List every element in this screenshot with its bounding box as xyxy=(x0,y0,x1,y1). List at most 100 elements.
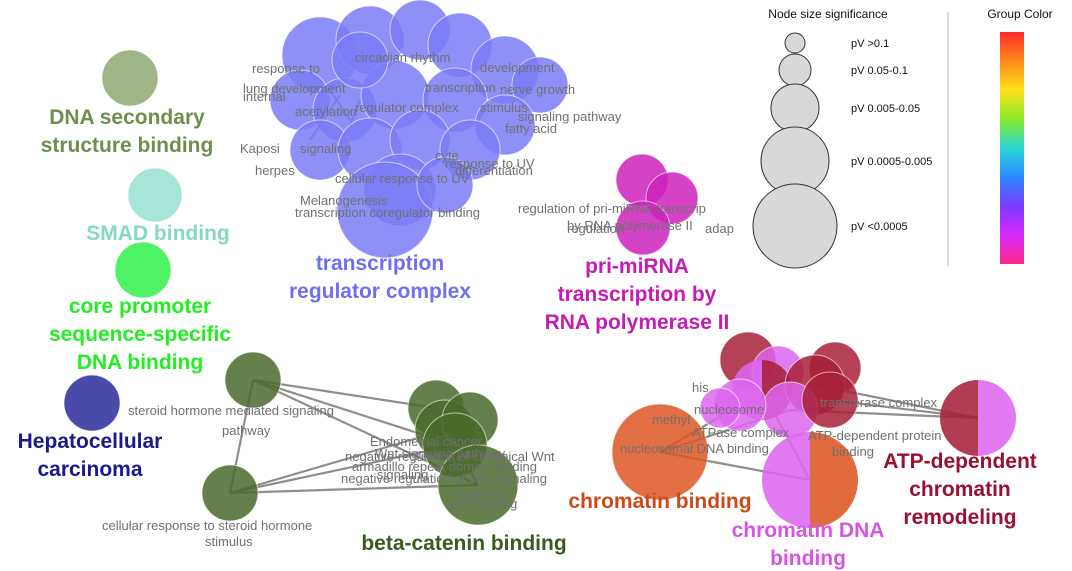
network-nodes xyxy=(63,0,1016,528)
node-smad-1 xyxy=(127,167,183,223)
legend-size-circle-1 xyxy=(778,53,812,87)
node-label-16: response to UV xyxy=(445,156,535,171)
node-label-9: acetylation xyxy=(295,104,357,119)
node-label-43: ATP-dependent protein xyxy=(808,428,941,443)
group-label-beta_catenin-0: beta-catenin binding xyxy=(361,532,566,555)
edge-3 xyxy=(229,483,479,495)
group-label-core_promoter-2: DNA binding xyxy=(77,351,203,374)
node-label-1: response to xyxy=(252,61,320,76)
node-dna_secondary-0 xyxy=(101,49,159,107)
node-label-2: development xyxy=(480,60,555,75)
legend-size-circle-2 xyxy=(770,83,820,133)
node-atp_remodel-left-half xyxy=(940,380,978,456)
node-label-18: cellular response to UV xyxy=(335,171,470,186)
group-label-atp_remodel-2: remodeling xyxy=(903,506,1016,529)
group-label-atp_remodel-0: ATP-dependent xyxy=(883,450,1037,473)
node-label-3: lung development xyxy=(243,81,346,96)
node-label-24: adap xyxy=(705,221,734,236)
group-label-smad-0: SMAD binding xyxy=(86,222,229,245)
node-label-41: transferase complex xyxy=(820,395,938,410)
node-label-37: his xyxy=(692,380,709,395)
group-label-chromatin-0: chromatin binding xyxy=(568,490,751,513)
node-chromatin_dna-41 xyxy=(699,387,741,429)
legend-size-circle-0 xyxy=(784,32,806,54)
node-label-38: nucleosome xyxy=(694,402,764,417)
node-label-11: fatty acid xyxy=(505,121,557,136)
group-label-chromatin_dna-0: chromatin DNA xyxy=(732,519,885,542)
group-label-hcc-0: Hepatocellular xyxy=(18,430,163,453)
node-label-14: cyte xyxy=(435,148,459,163)
node-beta_catenin-32 xyxy=(437,444,519,526)
node-labels: circadian rhythm response to development lu… xyxy=(102,50,941,549)
node-label-10: signaling pathway xyxy=(518,109,622,124)
group-label-core_promoter-0: core promoter xyxy=(69,295,211,318)
node-label-21: regulation of pri-miRNA transcrip xyxy=(518,201,706,216)
node-label-8: stimulus xyxy=(480,100,528,115)
node-label-33: signaling xyxy=(377,467,428,482)
node-label-39: methyl xyxy=(652,412,690,427)
legend-size-label-4: pV <0.0005 xyxy=(851,221,908,233)
node-label-17: differentiation xyxy=(455,163,533,178)
node-label-32: armadillo repeat domain binding xyxy=(352,459,537,474)
legend-size-label-1: pV 0.05-0.1 xyxy=(851,65,908,77)
node-label-15: herpes xyxy=(255,163,295,178)
node-label-20: transcription coregulator binding xyxy=(295,205,480,220)
node-atp_remodel-40 xyxy=(801,371,859,429)
node-label-44: binding xyxy=(832,444,874,459)
node-chromatin_dna-right-half xyxy=(978,380,1016,456)
node-tf_complex-9 xyxy=(511,56,569,114)
node-label-42: nucleosomal DNA binding xyxy=(620,441,769,456)
node-beta_catenin-27 xyxy=(201,464,259,522)
legend: Node size significance pV >0.1 pV 0.05-0.1… xyxy=(752,7,1053,269)
legend-color-title: Group Color xyxy=(987,7,1052,21)
legend-size-title: Node size significance xyxy=(768,7,888,21)
node-chromatin_dna-left-half xyxy=(762,432,810,528)
node-label-35: pathway xyxy=(460,485,509,500)
node-label-22: by RNA polymerase II xyxy=(567,218,693,233)
legend-color-bar xyxy=(1000,32,1024,264)
node-label-26: pathway xyxy=(222,423,271,438)
node-label-40: ATPase complex xyxy=(692,425,790,440)
node-beta_catenin-26 xyxy=(224,351,282,409)
group-label-chromatin_dna-1: binding xyxy=(770,547,846,570)
node-label-5: nerve growth xyxy=(500,82,575,97)
group-label-tf_complex-0: transcription xyxy=(316,252,444,275)
group-label-pri_mirna-0: pri-miRNA xyxy=(585,255,689,278)
node-label-30: Wnt signaling pathway xyxy=(375,446,506,461)
legend-size-label-0: pV >0.1 xyxy=(851,38,889,50)
node-label-34: negative regulation of Wnt signaling xyxy=(341,471,547,486)
node-core_promoter-2 xyxy=(114,241,172,299)
node-label-31: negative regulation of canonical Wnt xyxy=(345,449,555,464)
node-label-13: signaling xyxy=(300,141,351,156)
legend-size-label-2: pV 0.005-0.05 xyxy=(851,103,920,115)
group-label-dna_secondary-0: DNA secondary xyxy=(49,106,205,129)
node-tf_complex-21 xyxy=(416,156,474,214)
node-label-29: Endometrial cancer xyxy=(370,434,483,449)
node-label-27: cellular response to steroid hormone xyxy=(102,518,312,533)
group-label-tf_complex-1: regulator complex xyxy=(289,280,471,303)
edge-6 xyxy=(229,443,456,495)
group-label-hcc-1: carcinoma xyxy=(37,458,142,481)
node-tf_complex-22 xyxy=(331,31,389,89)
legend-size-circle-4 xyxy=(752,183,838,269)
group-label-pri_mirna-1: transcription by xyxy=(558,283,717,306)
edge-0 xyxy=(252,378,437,410)
group-label-core_promoter-1: sequence-specific xyxy=(49,323,231,346)
node-label-23: regulation xyxy=(567,221,624,236)
group-label-pri_mirna-2: RNA polymerase II xyxy=(545,311,730,334)
node-label-6: internal xyxy=(243,89,286,104)
node-label-4: transcription xyxy=(425,80,496,95)
group-label-atp_remodel-1: chromatin xyxy=(909,478,1011,501)
node-label-36: p53 binding xyxy=(450,496,517,511)
node-label-12: Kaposi xyxy=(240,141,280,156)
node-label-19: Melanogenesis xyxy=(300,193,388,208)
edge-4 xyxy=(229,428,446,495)
node-label-0: circadian rhythm xyxy=(355,50,450,65)
node-chromatin-42 xyxy=(611,403,709,501)
node-pri_mirna-25 xyxy=(615,200,671,256)
node-label-28: stimulus xyxy=(205,534,253,549)
group-label-dna_secondary-1: structure binding xyxy=(41,134,214,157)
legend-size-label-3: pV 0.0005-0.005 xyxy=(851,156,932,168)
